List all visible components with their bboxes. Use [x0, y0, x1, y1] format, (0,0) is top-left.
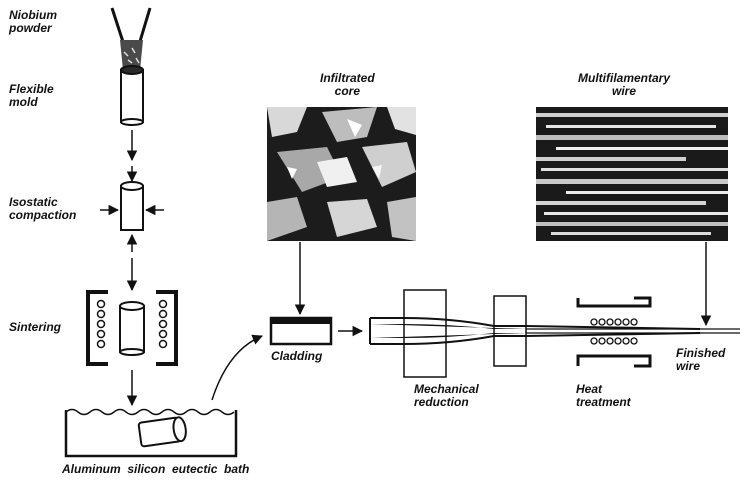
flexible-mold-icon [121, 66, 143, 125]
isostatic-compaction-icon [100, 166, 164, 252]
sintering-furnace-icon [88, 292, 176, 364]
mechanical-reduction-icon [370, 290, 740, 377]
aluminum-bath-icon [66, 410, 236, 457]
niobium-powder-funnel [112, 8, 150, 70]
arrow-to-cladding [212, 336, 262, 400]
heat-treatment-icon [578, 298, 650, 366]
cladding-icon [271, 318, 331, 344]
